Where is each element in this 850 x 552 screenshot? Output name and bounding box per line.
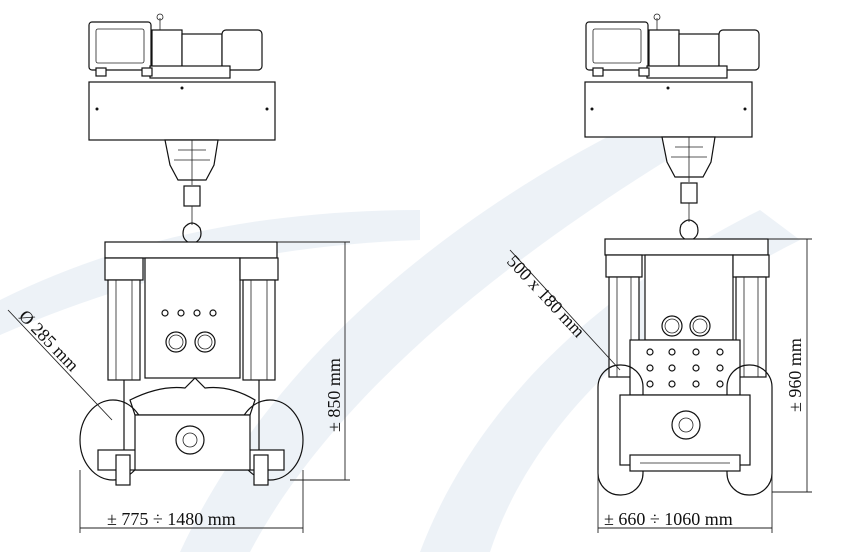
right-height-dimension: ± 960 mm — [768, 238, 812, 493]
right-chain-block — [661, 136, 716, 182]
right-pad-label: 500 x 180 mm — [503, 251, 589, 341]
right-vacuum-gauges — [661, 315, 711, 337]
left-mounting-plate — [88, 81, 276, 141]
right-central-body — [644, 254, 734, 341]
left-top-beam — [104, 241, 278, 259]
left-chain-block — [164, 139, 219, 185]
right-lifting-device: ± 960 mm ± 660 ÷ 1060 mm 500 x 180 mm — [503, 13, 812, 533]
right-width-dimension: ± 660 ÷ 1060 mm — [597, 470, 773, 533]
right-top-beam — [604, 238, 769, 256]
left-central-body — [144, 257, 241, 379]
right-hook — [679, 182, 699, 242]
background-watermark — [0, 120, 800, 552]
left-hook — [182, 185, 202, 245]
right-pneumatic-cylinders — [605, 254, 770, 378]
left-clamp-mechanism — [129, 377, 256, 416]
left-pad-label: Ø 285 mm — [15, 306, 83, 375]
left-indicator-lights — [161, 309, 217, 317]
left-width-label: ± 775 ÷ 1480 mm — [107, 509, 236, 529]
left-height-dimension: ± 850 mm — [277, 241, 350, 481]
left-height-label: ± 850 mm — [324, 358, 344, 432]
left-pneumatic-cylinders — [104, 257, 279, 470]
left-vacuum-gauges — [165, 331, 216, 353]
right-height-label: ± 960 mm — [785, 338, 805, 412]
right-valve-panel — [629, 339, 741, 396]
left-width-dimension: ± 775 ÷ 1480 mm — [79, 470, 304, 533]
left-lifting-device: ± 850 mm ± 775 ÷ 1480 mm Ø 285 mm — [7, 13, 350, 533]
left-suction-pads — [79, 399, 304, 486]
right-hoist-motor — [585, 13, 760, 79]
left-pad-callout: Ø 285 mm — [7, 306, 113, 421]
right-suction-pads — [597, 364, 773, 496]
left-hoist-motor — [88, 13, 263, 79]
right-mounting-plate — [584, 81, 753, 138]
right-width-label: ± 660 ÷ 1060 mm — [604, 509, 733, 529]
